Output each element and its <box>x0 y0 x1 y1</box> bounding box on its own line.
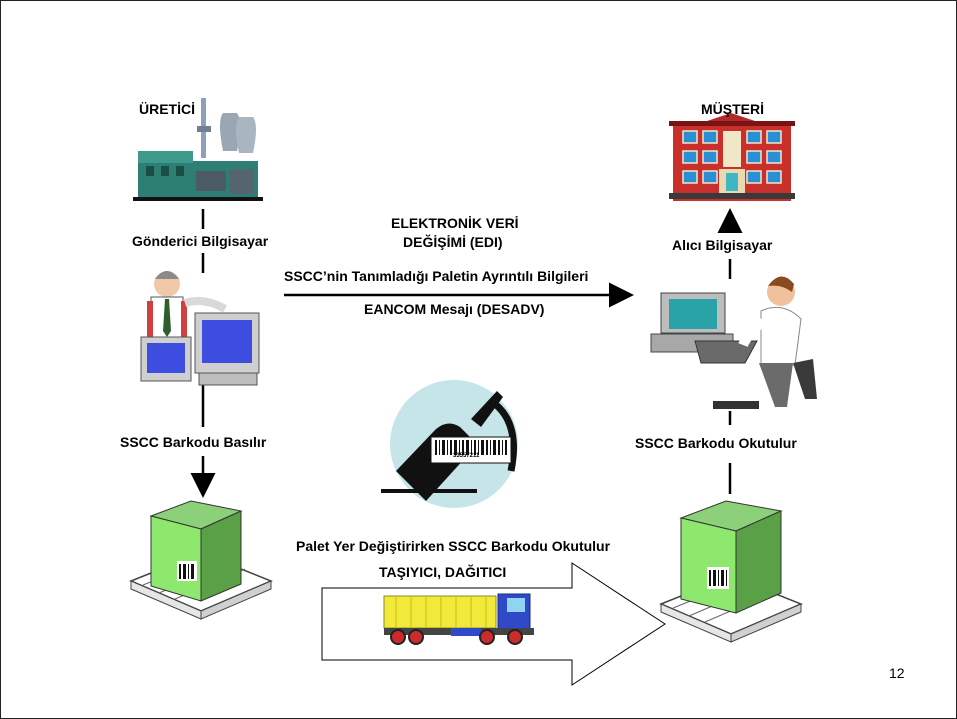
edi-title-line2: DEĞİŞİMİ (EDI) <box>403 234 503 250</box>
sender-computer-label: Gönderici Bilgisayar <box>132 233 269 249</box>
truck-icon <box>383 593 534 645</box>
person-typing-icon <box>650 276 817 409</box>
page-number: 12 <box>889 665 905 681</box>
producer-label: ÜRETİCİ <box>139 101 195 117</box>
factory-icon <box>133 98 263 201</box>
barcode-scanned-label: SSCC Barkodu Okutulur <box>635 435 797 451</box>
pallet-moving-label: Palet Yer Değiştirirken SSCC Barkodu Oku… <box>296 538 611 554</box>
barcode-scanner-icon <box>381 380 518 508</box>
customer-label: MÜŞTERİ <box>701 101 764 117</box>
edi-title-line1: ELEKTRONİK VERİ <box>391 215 519 231</box>
carrier-label: TAŞIYICI, DAĞITICI <box>379 564 507 580</box>
pallet-box-icon <box>129 500 273 620</box>
building-icon <box>669 113 795 201</box>
man-with-computer-icon <box>140 271 260 386</box>
eancom-label: EANCOM Mesajı (DESADV) <box>364 301 545 317</box>
barcode-printed-label: SSCC Barkodu Basılır <box>120 434 267 450</box>
receiver-computer-label: Alıcı Bilgisayar <box>672 237 773 253</box>
pallet-info-label: SSCC’nin Tanımladığı Paletin Ayrıntılı B… <box>284 268 589 284</box>
scanner-barcode-digits: 33557211 <box>453 453 480 459</box>
pallet-box-icon <box>659 500 803 643</box>
